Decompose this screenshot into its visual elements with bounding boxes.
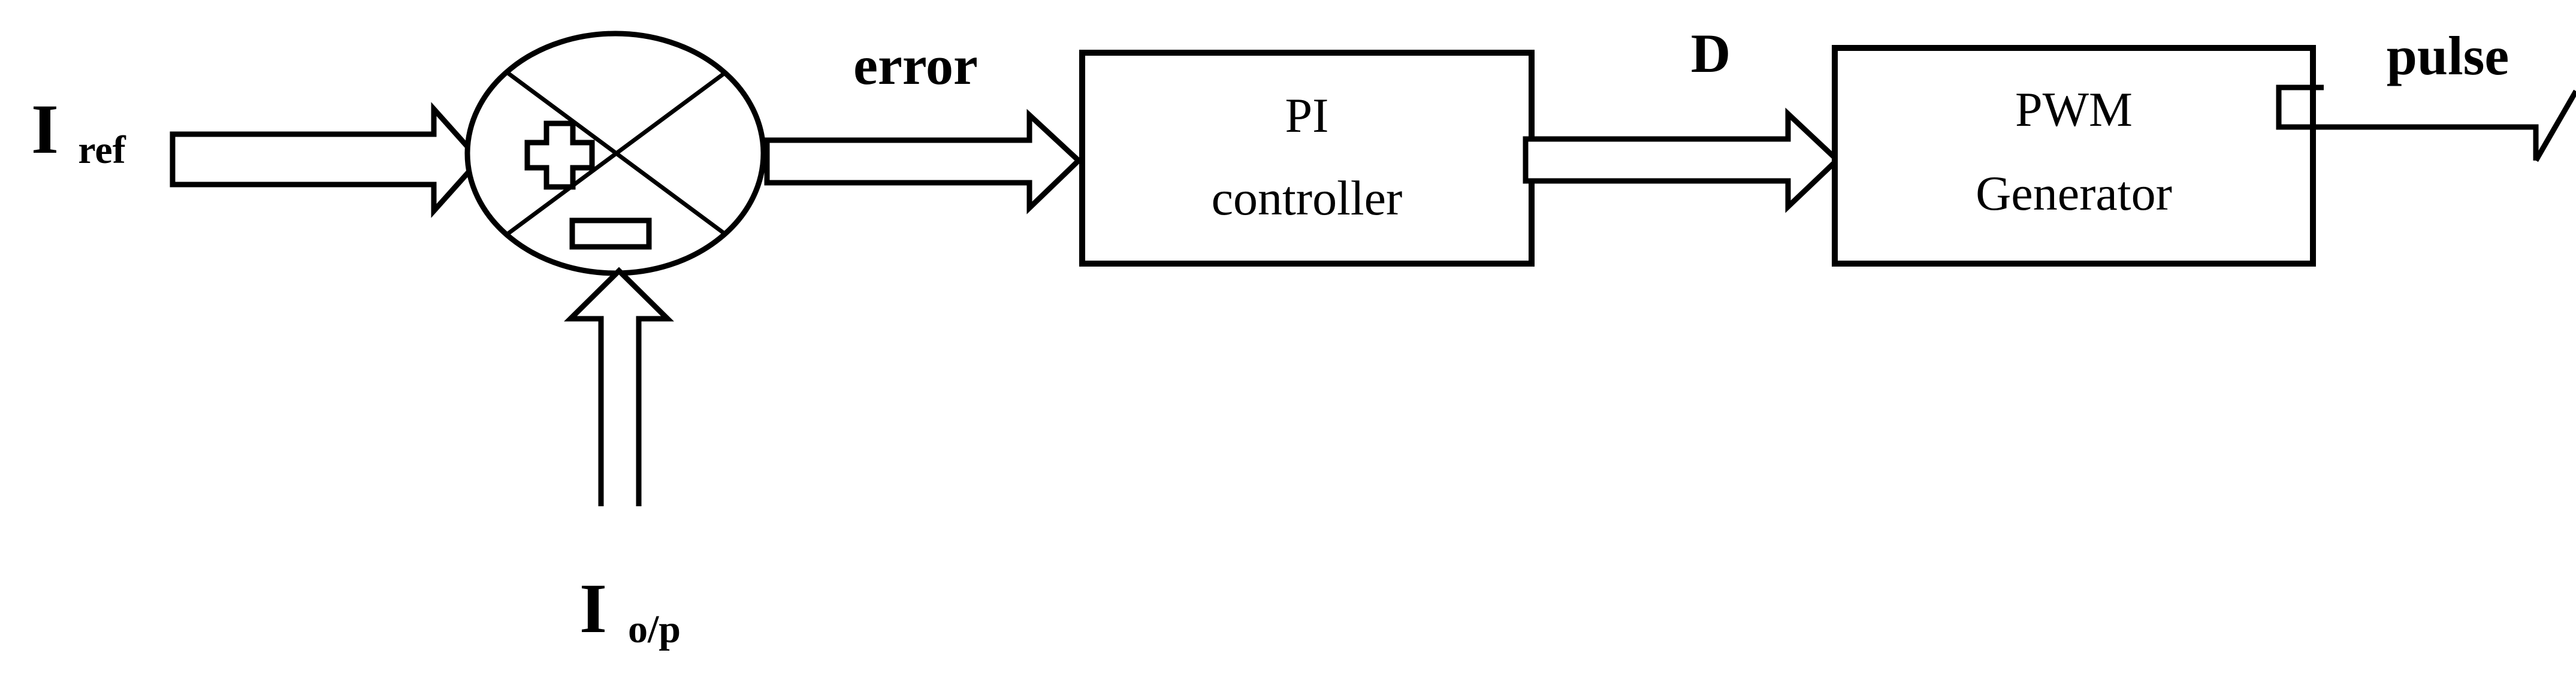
minus-sign-icon [569, 217, 652, 250]
iop-symbol: I [579, 569, 607, 648]
iop-feedback-arrow [564, 267, 674, 506]
iop-label: I o/p [579, 569, 681, 651]
pi-controller-line1: PI [1285, 88, 1329, 143]
pi-controller-block[interactable] [1079, 50, 1535, 267]
iref-input-arrow [170, 102, 484, 218]
duty-cycle-arrow [1523, 107, 1841, 213]
error-signal-label: error [853, 35, 978, 96]
iop-subscript: o/p [628, 608, 681, 651]
pi-controller-line2: controller [1212, 171, 1403, 225]
pulse-signal-label: pulse [2387, 25, 2509, 86]
pwm-generator-line1: PWM [2015, 82, 2133, 137]
pwm-generator-block[interactable] [1832, 45, 2316, 267]
iref-symbol: I [31, 90, 59, 168]
pwm-generator-line2: Generator [1976, 166, 2172, 220]
iref-label: I ref [31, 90, 126, 172]
pulse-output-arrow [2276, 84, 2576, 162]
error-arrow [764, 108, 1083, 214]
plus-sign-icon [524, 120, 595, 190]
summing-junction [464, 31, 766, 276]
iref-subscript: ref [78, 128, 126, 172]
duty-cycle-label: D [1691, 23, 1731, 84]
